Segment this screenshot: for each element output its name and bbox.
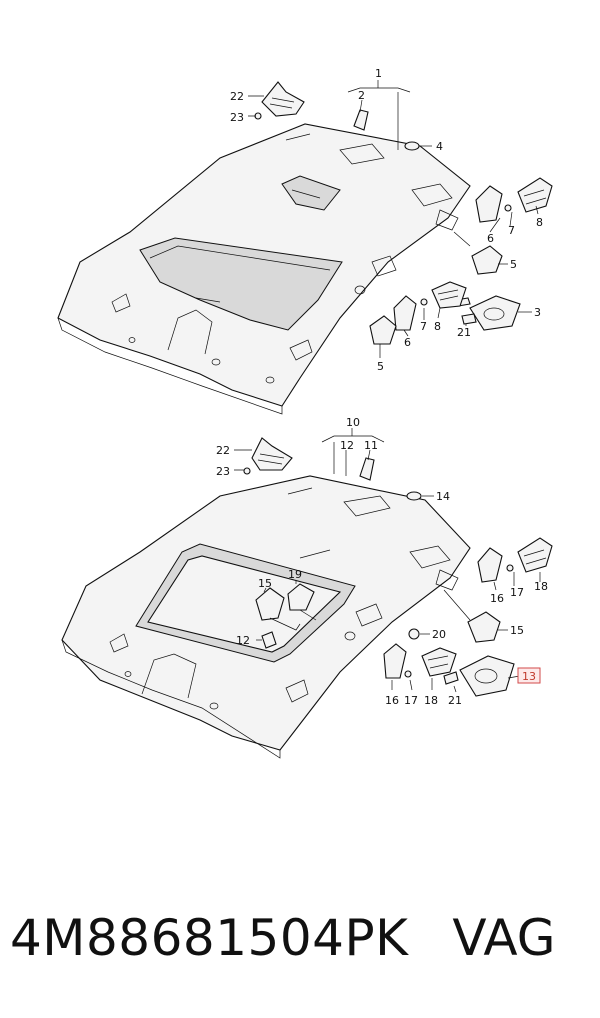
callout-21: 21 bbox=[448, 694, 462, 707]
callout-8b: 8 bbox=[434, 320, 441, 333]
callout-12: 12 bbox=[340, 439, 354, 452]
callout-6: 6 bbox=[487, 232, 494, 245]
callout-1: 1 bbox=[375, 67, 382, 80]
callout-17-right: 17 bbox=[510, 586, 524, 599]
top-leaders bbox=[248, 80, 539, 358]
callout-13: 13 bbox=[522, 670, 536, 683]
callout-18-right: 18 bbox=[534, 580, 548, 593]
top-light-22 bbox=[261, 81, 305, 117]
callout-13-highlight-box bbox=[517, 667, 541, 684]
callout-15-right: 15 bbox=[510, 624, 524, 637]
callout-10: 10 bbox=[346, 416, 360, 429]
callout-5b: 5 bbox=[377, 360, 384, 373]
brand-name: VAG bbox=[452, 909, 556, 967]
callout-7b: 7 bbox=[420, 320, 427, 333]
footer: 4M88681504PK VAG bbox=[10, 900, 590, 976]
callout-16-left: 16 bbox=[385, 694, 399, 707]
headliner-exploded-diagram: 1 2 4 6 7 8 5 3 21 7 8 6 5 22 23 bbox=[57, 67, 553, 759]
bottom-parts bbox=[243, 437, 553, 697]
callout-20: 20 bbox=[432, 628, 446, 641]
callout-17-left: 17 bbox=[404, 694, 418, 707]
top-headliner bbox=[57, 123, 471, 415]
top-labels: 1 2 4 6 7 8 5 3 21 7 8 6 5 22 23 bbox=[230, 67, 543, 373]
callout-23: 23 bbox=[216, 465, 230, 478]
callout-22: 22 bbox=[230, 90, 244, 103]
callout-12-lower: 12 bbox=[236, 634, 250, 647]
callout-4: 4 bbox=[436, 140, 443, 153]
bottom-labels: 10 12 11 14 22 23 15 19 16 17 18 15 12 2… bbox=[216, 416, 548, 707]
bottom-leaders bbox=[234, 428, 541, 693]
callout-7: 7 bbox=[508, 224, 515, 237]
callout-2: 2 bbox=[358, 89, 365, 102]
top-parts bbox=[254, 81, 553, 345]
callout-3: 3 bbox=[534, 306, 541, 319]
part-number: 4M88681504PK bbox=[10, 909, 409, 967]
callout-16-right: 16 bbox=[490, 592, 504, 605]
callout-19: 19 bbox=[288, 568, 302, 581]
callout-6b: 6 bbox=[404, 336, 411, 349]
callout-14: 14 bbox=[436, 490, 450, 503]
callout-23: 23 bbox=[230, 111, 244, 124]
callout-18-left: 18 bbox=[424, 694, 438, 707]
callout-21: 21 bbox=[457, 326, 471, 339]
callout-8: 8 bbox=[536, 216, 543, 229]
callout-15-inner: 15 bbox=[258, 577, 272, 590]
callout-22: 22 bbox=[216, 444, 230, 457]
callout-11: 11 bbox=[364, 439, 378, 452]
callout-5: 5 bbox=[510, 258, 517, 271]
